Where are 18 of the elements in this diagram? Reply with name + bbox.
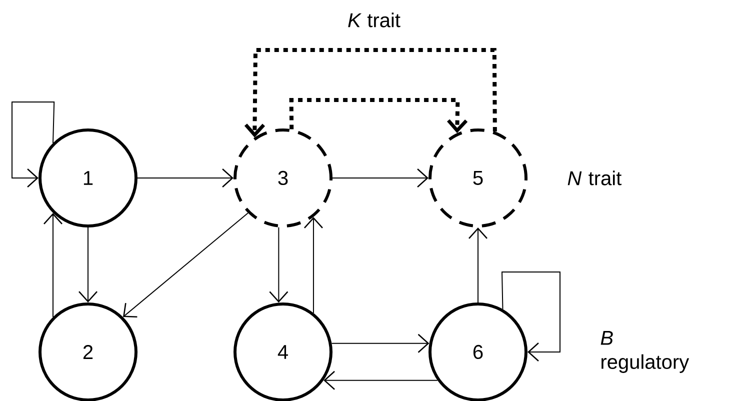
arrow — [44, 212, 62, 318]
arrow — [137, 168, 234, 188]
arrow — [331, 334, 430, 353]
side-label: B regulatory — [600, 331, 690, 373]
arrow — [304, 217, 323, 314]
circle-node: 1 — [38, 128, 138, 228]
arrow — [289, 98, 468, 134]
trait-label: K trait — [348, 12, 400, 28]
arrow — [332, 168, 428, 188]
arrow — [324, 370, 438, 390]
arrow — [269, 226, 288, 303]
arrow — [123, 212, 248, 318]
arrow — [501, 271, 560, 362]
arrow — [468, 227, 488, 303]
arrow — [78, 226, 98, 302]
side-label: N trait — [568, 170, 622, 186]
arrow — [12, 102, 55, 188]
arrow — [244, 48, 497, 138]
